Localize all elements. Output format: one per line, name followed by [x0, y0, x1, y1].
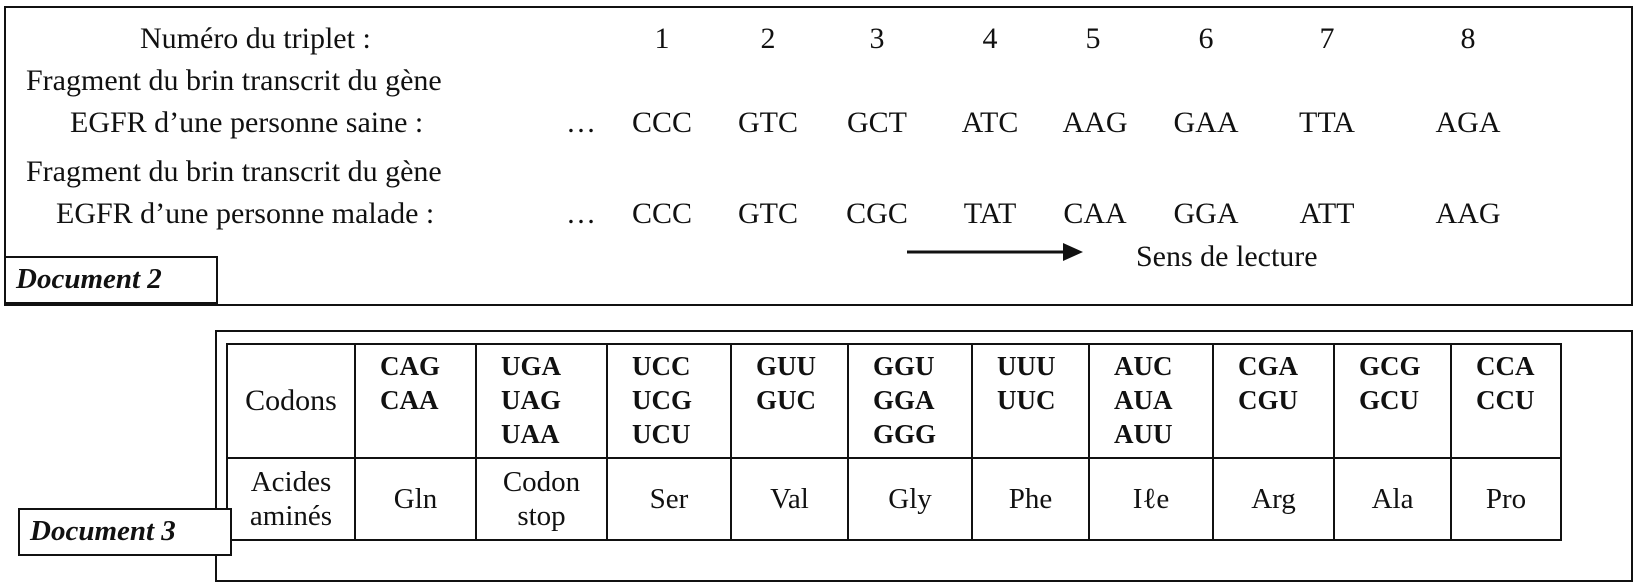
- triplet-number-6: 6: [1198, 22, 1214, 55]
- codon-cell-arg: CGA CGU: [1212, 343, 1335, 459]
- codon: CGA: [1238, 351, 1298, 381]
- reading-direction-arrow-icon: [907, 243, 1083, 261]
- codon: CAG: [380, 351, 440, 381]
- codons-header: Codons: [226, 343, 356, 459]
- sick-codon-1: CCC: [631, 197, 693, 230]
- triplet-number-3: 3: [869, 22, 885, 55]
- amino-acid-arg: Arg: [1212, 457, 1335, 541]
- sick-codon-6: GGA: [1173, 197, 1239, 230]
- codon: UGA: [501, 351, 561, 381]
- codon-cell-phe: UUU UUC: [971, 343, 1090, 459]
- codons-row: Codons CAG CAA UGA UAG UAA UCC UCG UCU G…: [226, 343, 1562, 459]
- healthy-codon-4: ATC: [961, 106, 1019, 139]
- sick-codon-4: TAT: [963, 197, 1017, 230]
- document-3-frame: [215, 330, 1633, 582]
- codon: GCG: [1359, 351, 1421, 381]
- healthy-codon-7: TTA: [1299, 106, 1355, 139]
- codon: CCU: [1476, 385, 1535, 415]
- codon-table: Codons CAG CAA UGA UAG UAA UCC UCG UCU G…: [226, 343, 1562, 541]
- amino-acid-line: stop: [517, 500, 566, 532]
- codon: UUU: [997, 351, 1056, 381]
- amino-acid-line: Codon: [502, 466, 581, 498]
- document-2-frame: [4, 6, 1633, 306]
- document-2-label: Document 2: [4, 256, 218, 304]
- codon: GUC: [756, 385, 816, 415]
- codon: AUC: [1114, 351, 1173, 381]
- healthy-label-line1: Fragment du brin transcrit du gène: [26, 64, 442, 97]
- codon: CAA: [380, 385, 439, 415]
- codon: AUU: [1114, 419, 1173, 449]
- amino-acid-ala: Ala: [1333, 457, 1452, 541]
- codon: AUA: [1114, 385, 1173, 415]
- codon: GUU: [756, 351, 816, 381]
- codon-cell-ile: AUC AUA AUU: [1088, 343, 1214, 459]
- healthy-ellipsis: …: [566, 106, 596, 139]
- document-3-label: Document 3: [18, 508, 232, 556]
- triplet-number-8: 8: [1460, 22, 1476, 55]
- codon: CGU: [1238, 385, 1298, 415]
- codon: UCG: [632, 385, 692, 415]
- codon: GGG: [873, 419, 937, 449]
- codon-cell-ala: GCG GCU: [1333, 343, 1452, 459]
- reading-direction-label: Sens de lecture: [1136, 240, 1318, 273]
- healthy-codon-6: GAA: [1173, 106, 1239, 139]
- codon: CCA: [1476, 351, 1535, 381]
- healthy-codon-1: CCC: [631, 106, 693, 139]
- amino-acid-ser: Ser: [606, 457, 732, 541]
- triplet-number-7: 7: [1319, 22, 1335, 55]
- codon: GGA: [873, 385, 935, 415]
- healthy-label-line2: EGFR d’une personne saine :: [70, 106, 424, 139]
- codon: UUC: [997, 385, 1056, 415]
- triplet-number-header: Numéro du triplet :: [140, 22, 371, 55]
- sick-codon-2: GTC: [738, 197, 798, 230]
- amino-acid-ile: Iℓe: [1088, 457, 1214, 541]
- amino-acids-row: Acides aminés Gln Codon stop Ser Val Gly…: [226, 457, 1562, 541]
- amino-acid-val: Val: [730, 457, 849, 541]
- codon-cell-gln: CAG CAA: [354, 343, 477, 459]
- amino-acids-header: Acides aminés: [226, 457, 356, 541]
- triplet-number-4: 4: [982, 22, 998, 55]
- codon: UCC: [632, 351, 691, 381]
- amino-acid-gly: Gly: [847, 457, 973, 541]
- codon: GGU: [873, 351, 935, 381]
- amino-acid-phe: Phe: [971, 457, 1090, 541]
- sick-label-line2: EGFR d’une personne malade :: [56, 197, 435, 230]
- codon: UCU: [632, 419, 691, 449]
- amino-acid-pro: Pro: [1450, 457, 1562, 541]
- sick-label-line1: Fragment du brin transcrit du gène: [26, 155, 442, 188]
- amino-acid-gln: Gln: [354, 457, 477, 541]
- healthy-codon-8: AGA: [1435, 106, 1501, 139]
- sick-codon-5: CAA: [1063, 197, 1127, 230]
- codon: UAA: [501, 419, 560, 449]
- triplet-number-1: 1: [654, 22, 670, 55]
- healthy-codon-3: GCT: [847, 106, 907, 139]
- sick-ellipsis: …: [566, 197, 596, 230]
- header-line: aminés: [249, 500, 333, 532]
- triplet-number-5: 5: [1085, 22, 1101, 55]
- codon-cell-val: GUU GUC: [730, 343, 849, 459]
- header-line: Acides: [250, 466, 332, 498]
- triplet-number-2: 2: [760, 22, 776, 55]
- codon: UAG: [501, 385, 561, 415]
- sick-codon-3: CGC: [846, 197, 908, 230]
- codon-cell-gly: GGU GGA GGG: [847, 343, 973, 459]
- codon-cell-ser: UCC UCG UCU: [606, 343, 732, 459]
- sick-codon-7: ATT: [1299, 197, 1355, 230]
- healthy-codon-2: GTC: [738, 106, 798, 139]
- codon-cell-stop: UGA UAG UAA: [475, 343, 608, 459]
- codon-cell-pro: CCA CCU: [1450, 343, 1562, 459]
- amino-acid-stop: Codon stop: [475, 457, 608, 541]
- healthy-codon-5: AAG: [1062, 106, 1128, 139]
- codon: GCU: [1359, 385, 1419, 415]
- sick-codon-8: AAG: [1435, 197, 1501, 230]
